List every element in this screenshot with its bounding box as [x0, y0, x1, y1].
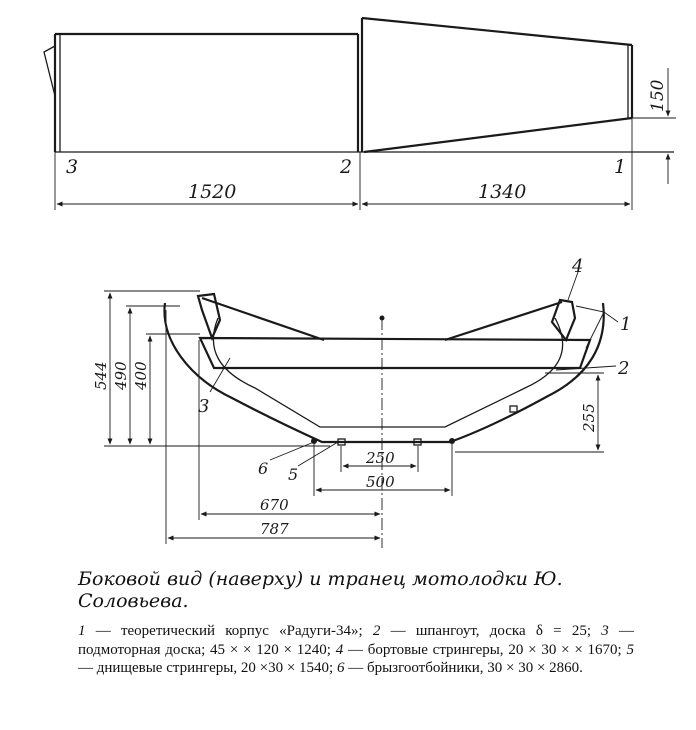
legend-item-5: 5 — днищевые стрингеры, 20 ×30 × 1540;: [78, 641, 634, 677]
dimension-aft-length: 1520: [188, 181, 236, 203]
legend-item-1: 1 — теоретический корпус «Радуги-34»;: [78, 623, 373, 639]
dimension-rise: 150: [648, 79, 668, 112]
dimension-bottom-width: 500: [366, 473, 395, 491]
legend-item-6: 6 — брызгоотбойники, 30 × 30 × 2860.: [336, 660, 583, 676]
part-label-2: 2: [617, 358, 629, 379]
dimension-keel-rise: 255: [580, 403, 598, 433]
part-label-6: 6: [258, 459, 268, 478]
dimension-half-787: 787: [260, 520, 289, 538]
legend-item-4: 4 — бортовые стрингеры, 20 × 30 × × 1670…: [335, 641, 627, 658]
legend-item-2: 2 — шпангоут, доска δ = 25;: [372, 623, 602, 639]
dimension-stringer-span: 250: [365, 449, 395, 467]
figure-legend: 1 — теоретический корпус «Радуги-34»; 2 …: [78, 622, 634, 678]
dimension-height-400: 400: [132, 361, 150, 391]
dimension-height-544: 544: [92, 361, 110, 390]
station-label-2: 2: [339, 156, 352, 178]
station-label-1: 1: [614, 156, 626, 178]
dimension-height-490: 490: [112, 361, 130, 391]
part-label-3: 3: [198, 396, 209, 417]
figure-caption: Боковой вид (наверху) и транец мотолодки…: [78, 568, 563, 612]
part-label-5: 5: [288, 465, 298, 484]
station-label-3: 3: [66, 156, 78, 178]
boat-drawing: 3 2 1 1520 1340 150: [43, 16, 676, 548]
part-label-4: 4: [571, 256, 583, 277]
legend-item-3: 3 — подмоторная доска; 45 × × 120 × 1240…: [78, 623, 634, 658]
side-view: 3 2 1 1520 1340 150: [43, 16, 676, 210]
transom-view: 4 1 2 3 6 5 544 490 400 255 250 500 670 …: [92, 256, 631, 548]
dimension-fwd-length: 1340: [478, 181, 526, 203]
part-label-1: 1: [620, 314, 631, 335]
dimension-half-670: 670: [260, 496, 289, 514]
